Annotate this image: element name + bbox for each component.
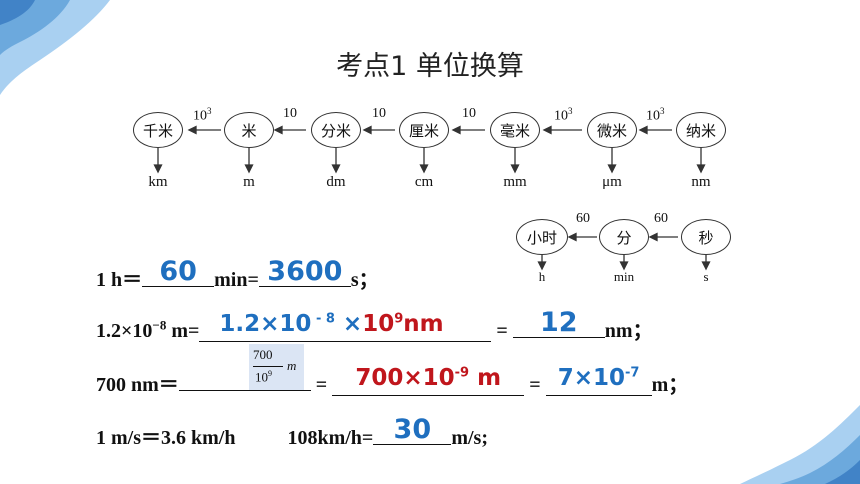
line1-suffix: s；	[350, 269, 379, 291]
line-hour-conversion: 1 h＝ 60 min= 3600 s；	[96, 256, 379, 292]
unit-m: m	[243, 174, 255, 190]
ans-base: 7×10	[557, 365, 626, 391]
node-cm: 厘米	[399, 112, 449, 148]
node-hour: 小时	[516, 219, 568, 255]
answer-700e-9: 700×10-9 m	[355, 365, 501, 391]
factor-min-h: 60	[576, 211, 590, 226]
ans-exp: -9	[454, 365, 470, 381]
fraction-denominator: 109	[255, 369, 272, 385]
line1-prefix: 1 h＝	[96, 269, 143, 291]
factor-base: 10	[462, 106, 476, 121]
unit-km: km	[148, 174, 168, 190]
answer-60: 60	[159, 256, 197, 287]
answer-blank-s: 3600	[258, 256, 351, 287]
unit-min: min	[613, 269, 635, 284]
line3-suffix: m；	[651, 374, 689, 396]
factor-um-mm: 103	[554, 106, 573, 125]
line3-eq: =	[310, 374, 333, 396]
line4-prefix: 108km/h=	[287, 427, 374, 449]
unit-s: s	[703, 269, 709, 284]
unit-h: h	[538, 269, 546, 284]
ans-exp: -7	[625, 365, 640, 381]
answer-12: 12	[540, 307, 578, 338]
factor-base: 10	[193, 108, 207, 124]
line2-suffix: nm；	[604, 320, 653, 342]
den-base: 10	[255, 369, 268, 385]
factor-exp: 3	[207, 106, 212, 116]
time-chain-arrows	[537, 232, 711, 271]
fraction-numerator: 700	[253, 347, 273, 362]
answer-blank-expr: 1.2×10 - 8 ×109nm	[199, 311, 492, 342]
node-nm: 纳米	[676, 112, 726, 148]
answer-7e-7: 7×10-7	[558, 365, 640, 391]
unit-nm: nm	[691, 174, 711, 190]
answer-blank-speed: 30	[373, 414, 452, 445]
answer-blank-min: 60	[142, 256, 215, 287]
factor-base: 10	[646, 108, 660, 124]
ans-base: 700×10	[355, 365, 455, 391]
line2-prefix: 1.2×10	[96, 320, 153, 342]
node-dm: 分米	[311, 112, 361, 148]
factor-exp: 3	[660, 106, 665, 116]
factor-exp: 3	[568, 106, 573, 116]
line2-exp: −8	[152, 317, 167, 333]
unit-mm: mm	[503, 174, 527, 190]
unit-um: μm	[602, 174, 622, 190]
line3-eq2: =	[524, 374, 546, 396]
den-exp: 9	[268, 369, 272, 378]
factor-m-km: 103	[193, 106, 212, 125]
node-second: 秒	[681, 219, 731, 255]
answer-blank-fraction	[178, 366, 311, 391]
node-km: 千米	[133, 112, 183, 148]
ans-red-unit: nm	[403, 311, 444, 337]
answer-expression: 1.2×10 - 8 ×109nm	[219, 311, 443, 337]
node-um: 微米	[587, 112, 637, 148]
line-nm-to-m: 700 nm＝ = 700×10-9 m = 7×10-7 m；	[96, 365, 689, 397]
factor-mm-cm: 10	[462, 106, 476, 122]
factor-cm-dm: 10	[372, 106, 386, 122]
ans-part: ×	[334, 311, 363, 337]
answer-blank-700: 700×10-9 m	[332, 365, 525, 396]
line4-left: 1 m/s＝3.6 km/h	[96, 427, 236, 449]
length-chain-arrows	[153, 125, 706, 174]
ans-red-exp: 9	[394, 311, 404, 327]
line1-mid: min=	[214, 269, 259, 291]
line2-mid: m=	[166, 320, 200, 342]
line4-suffix: m/s;	[451, 427, 488, 449]
answer-30: 30	[393, 414, 432, 445]
fraction-bar	[253, 366, 283, 367]
factor-dm-m: 10	[283, 106, 297, 122]
factor-base: 10	[372, 106, 386, 121]
unit-cm: cm	[414, 174, 434, 190]
top-left-decoration	[0, 0, 110, 95]
node-mm: 毫米	[490, 112, 540, 148]
ans-exp: - 8	[311, 311, 335, 327]
node-minute: 分	[599, 219, 649, 255]
factor-base: 10	[283, 106, 297, 121]
line-speed-conversion: 1 m/s＝3.6 km/h 108km/h= 30 m/s;	[96, 414, 488, 450]
unit-dm: dm	[326, 174, 346, 190]
fraction-box: 700 109 m	[249, 344, 304, 390]
ans-part: 1.2×10	[219, 311, 312, 337]
line3-prefix: 700 nm＝	[96, 374, 179, 396]
fraction-unit: m	[287, 358, 297, 373]
bottom-right-decoration	[740, 405, 860, 484]
ans-unit: m	[469, 365, 502, 391]
ans-red: 10	[362, 311, 395, 337]
page-title: 考点1 单位换算	[336, 51, 524, 82]
factor-s-min: 60	[654, 211, 668, 226]
factor-nm-um: 103	[646, 106, 665, 125]
factor-base: 10	[554, 108, 568, 124]
answer-blank-nm: 12	[512, 307, 605, 338]
answer-3600: 3600	[267, 256, 343, 287]
line2-eq: =	[491, 320, 513, 342]
node-m: 米	[224, 112, 274, 148]
answer-blank-7: 7×10-7	[545, 365, 652, 396]
